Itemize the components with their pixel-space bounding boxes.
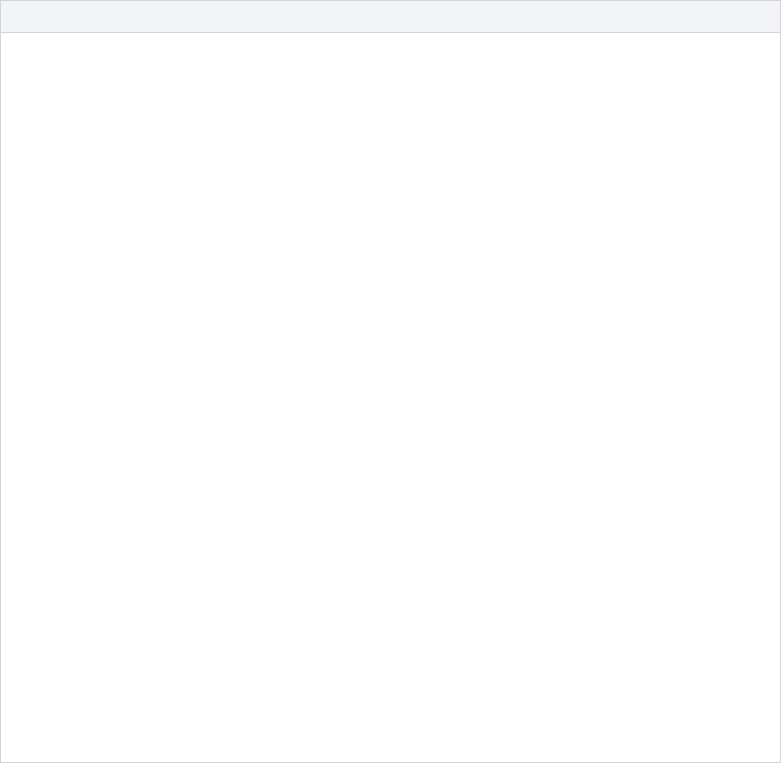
main-content	[1, 33, 780, 762]
title-bar	[1, 1, 780, 33]
